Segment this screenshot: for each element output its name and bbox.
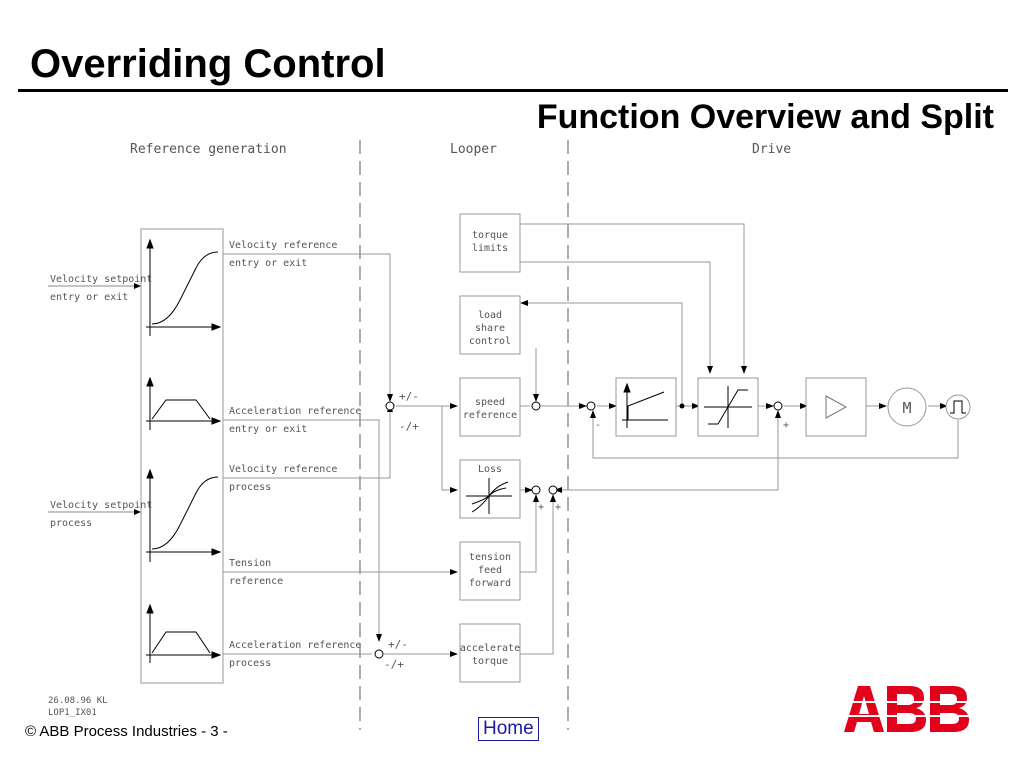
svg-text:Velocity setpoint: Velocity setpoint: [50, 500, 152, 511]
svg-text:tension: tension: [469, 552, 511, 563]
drawing-id-line1: 26.08.96 KL: [48, 696, 108, 706]
sign-lower-minus-plus: -/+: [384, 658, 404, 671]
svg-text:load: load: [478, 310, 502, 321]
sign-plus-loss-1: +: [538, 502, 544, 513]
input-velocity-setpoint-process: Velocity setpoint process: [48, 500, 152, 529]
copyright-footer: © ABB Process Industries - 3 -: [25, 723, 228, 740]
section-reference-generation: Reference generation: [130, 142, 287, 157]
pi-controller-icon: [622, 382, 668, 428]
signal-acc-ref-entry-1: Acceleration reference: [229, 406, 361, 417]
signal-acc-ref-entry-2: entry or exit: [229, 424, 307, 435]
page-subtitle: Function Overview and Split: [536, 98, 994, 136]
loss-block: Loss: [459, 459, 521, 519]
page-title: Overriding Control: [30, 42, 386, 86]
speed-reference-block: speed reference: [459, 377, 521, 437]
junction-dot: [679, 403, 685, 409]
title-rule: [18, 89, 1008, 92]
sign-minus-speed: -: [595, 420, 601, 431]
svg-text:Loss: Loss: [478, 464, 502, 475]
saturation-icon: [704, 386, 752, 428]
svg-text:limits: limits: [472, 243, 508, 254]
tension-feed-forward-block: tension feed forward: [459, 541, 521, 601]
svg-text:reference: reference: [463, 410, 517, 421]
acceleration-profile-process-icon: [146, 603, 222, 663]
abb-logo: [842, 686, 974, 732]
torque-limiter-block: [697, 377, 759, 437]
svg-text:torque: torque: [472, 230, 508, 241]
svg-text:feed: feed: [478, 565, 502, 576]
signal-wiring: [223, 223, 959, 655]
signal-arrowheads: [376, 300, 948, 657]
signal-vel-ref-process-1: Velocity reference: [229, 464, 337, 475]
summing-junctions: [374, 401, 783, 659]
svg-text:share: share: [475, 323, 505, 334]
reference-generator-box: [140, 228, 224, 684]
svg-text:entry or exit: entry or exit: [50, 292, 128, 303]
torque-limits-block: torque limits: [459, 213, 521, 273]
power-amplifier-block: [805, 377, 867, 437]
signal-vel-ref-entry-2: entry or exit: [229, 258, 307, 269]
motor: M: [887, 387, 927, 427]
sign-lower-plus-minus: +/-: [388, 638, 408, 651]
svg-text:control: control: [469, 336, 511, 347]
section-looper: Looper: [450, 142, 497, 157]
amplifier-icon: [825, 395, 848, 419]
motor-label: M: [902, 399, 911, 417]
signal-tension-ref-2: reference: [229, 576, 283, 587]
svg-text:torque: torque: [472, 656, 508, 667]
speed-controller-block: [615, 377, 677, 437]
drawing-id-line2: LOP1_IX01: [48, 708, 97, 718]
loss-curve-icon: [466, 478, 512, 514]
sign-plus-loss-2: +: [555, 502, 561, 513]
svg-text:forward: forward: [469, 578, 511, 589]
input-velocity-setpoint-entry: Velocity setpoint entry or exit: [48, 274, 152, 303]
signal-acc-ref-process-2: process: [229, 658, 271, 669]
svg-text:speed: speed: [475, 397, 505, 408]
velocity-ramp-process-icon: [146, 468, 222, 562]
svg-text:Velocity setpoint: Velocity setpoint: [50, 274, 152, 285]
accelerate-torque-block: accelerate torque: [459, 623, 521, 683]
home-link[interactable]: Home: [478, 717, 539, 741]
acceleration-profile-entry-icon: [146, 376, 222, 430]
svg-text:accelerate: accelerate: [460, 643, 520, 654]
signal-vel-ref-entry-1: Velocity reference: [229, 240, 337, 251]
pulse-encoder-icon: [945, 394, 971, 420]
velocity-ramp-entry-icon: [146, 238, 222, 336]
signal-acc-ref-process-1: Acceleration reference: [229, 640, 361, 651]
section-drive: Drive: [752, 142, 791, 157]
svg-text:process: process: [50, 518, 92, 529]
signal-vel-ref-process-2: process: [229, 482, 271, 493]
load-share-control-block: load share control: [459, 295, 521, 355]
sign-upper-plus-minus: +/-: [399, 390, 419, 403]
sign-plus-torque: +: [783, 420, 789, 431]
signal-tension-ref-1: Tension: [229, 558, 271, 569]
sign-upper-minus-plus: -/+: [399, 420, 419, 433]
